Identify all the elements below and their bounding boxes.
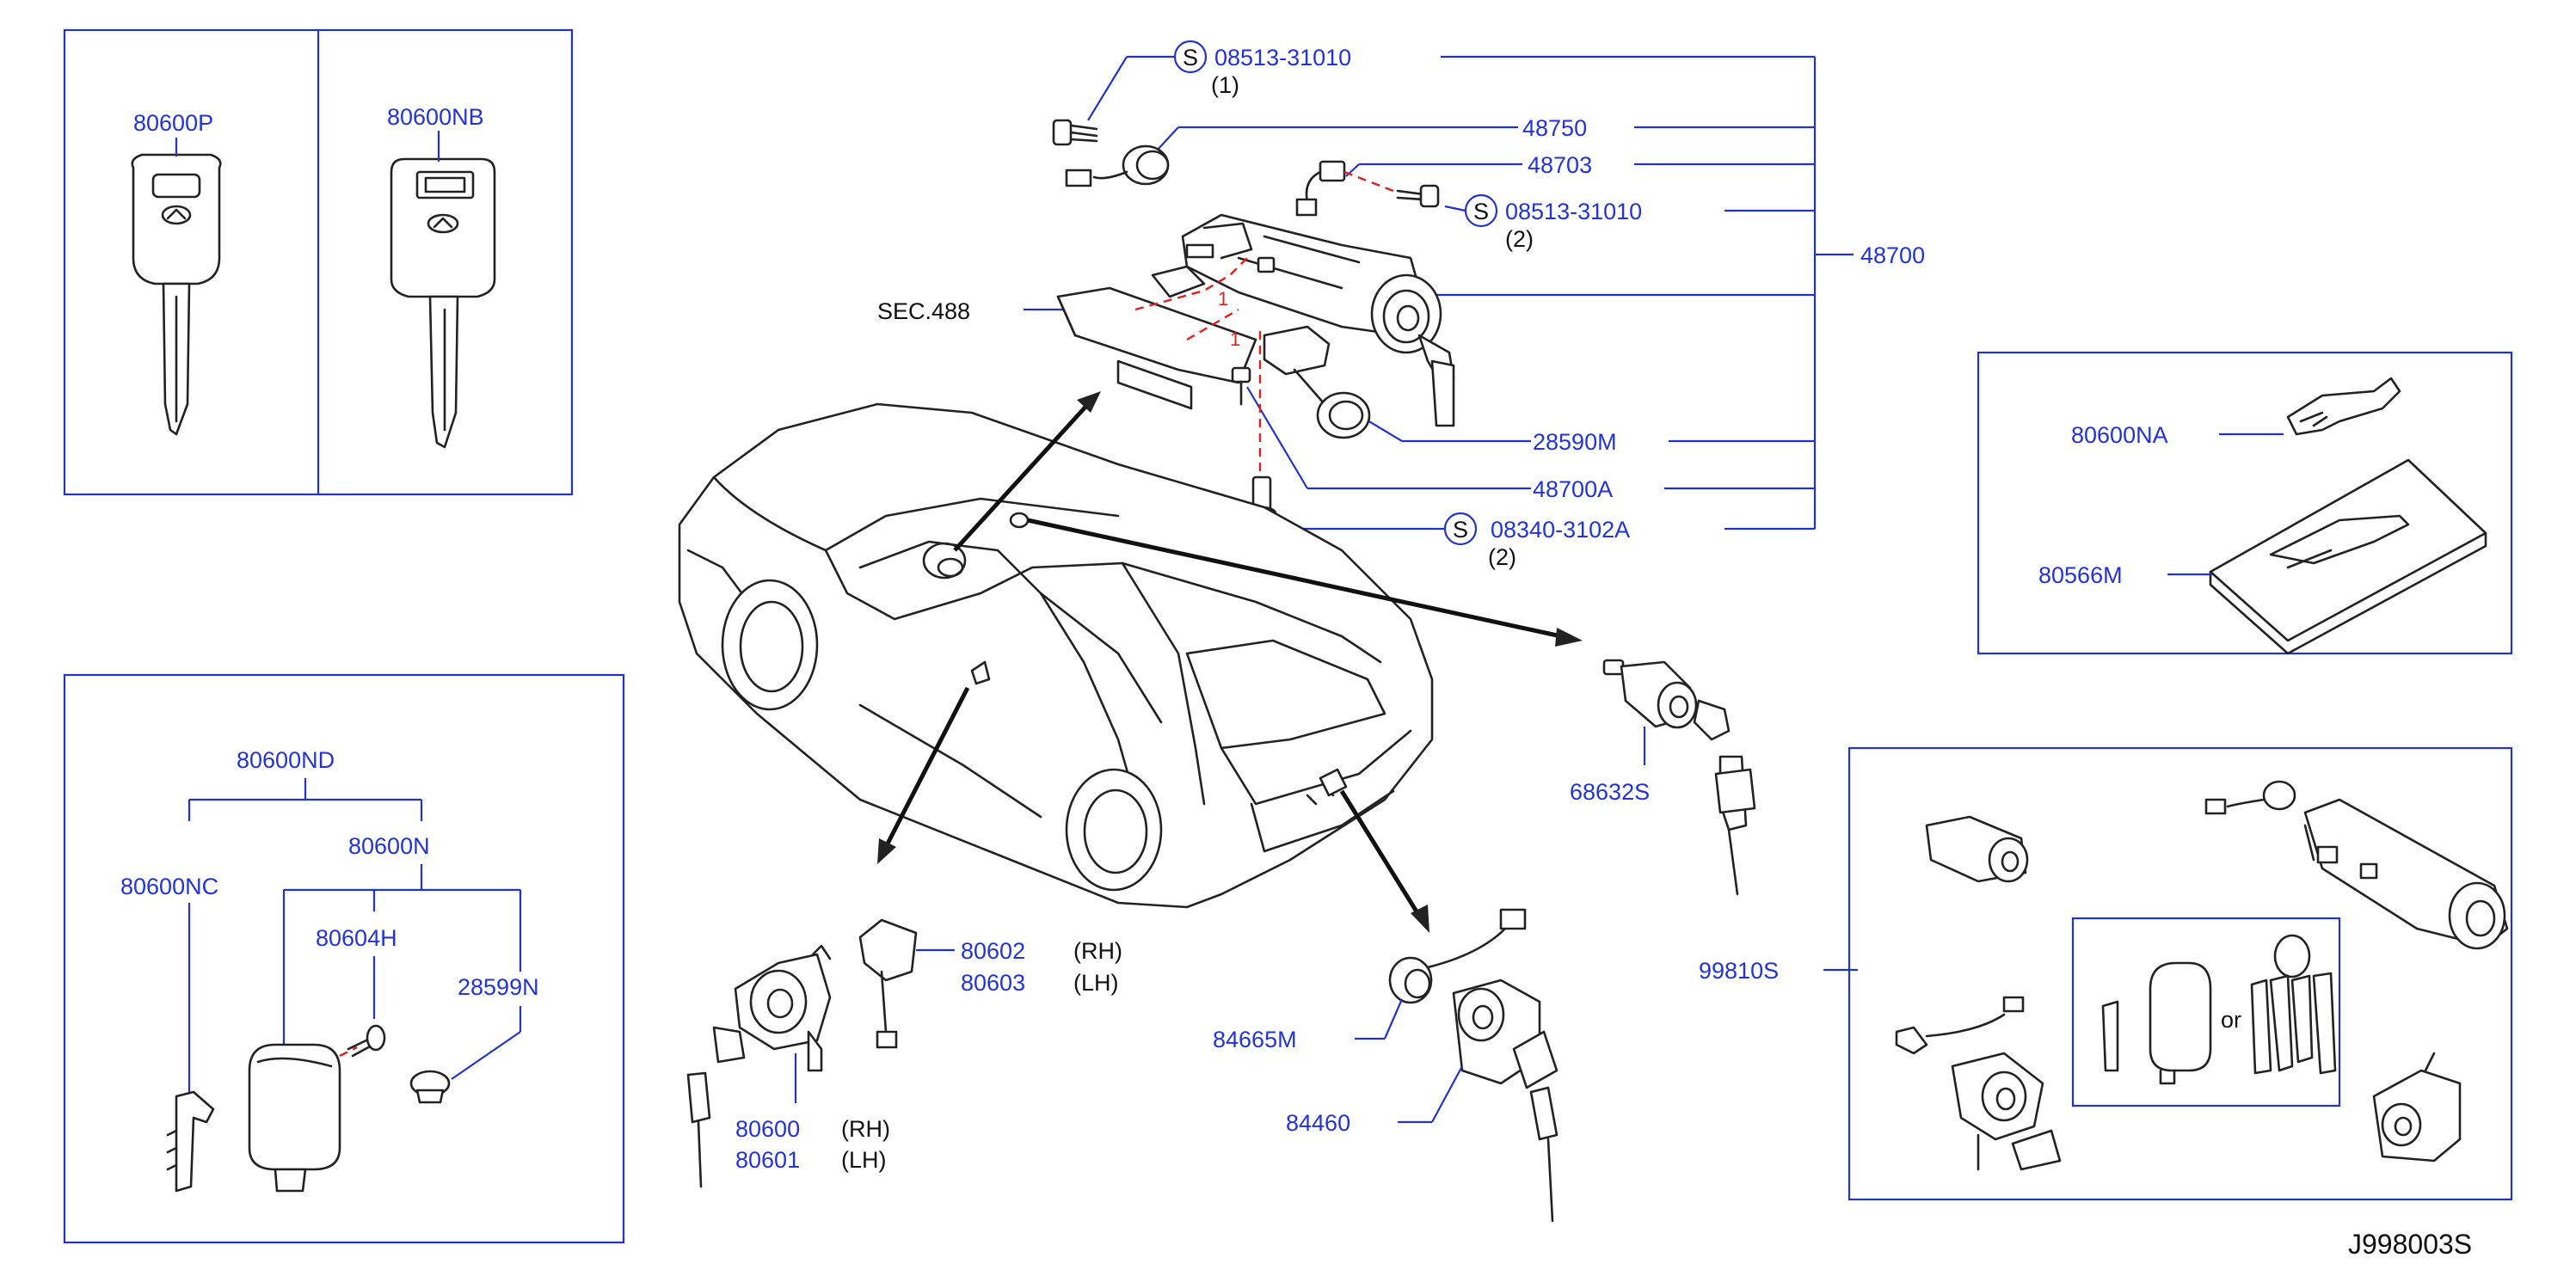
label-80600: 80600 <box>735 1116 800 1142</box>
label-08340-3102a-qty: (2) <box>1488 544 1516 570</box>
box-lock-set <box>1847 746 2513 1201</box>
label-08513-31010-a: 08513-31010 <box>1214 45 1351 71</box>
emergency-key-80600nc-icon <box>166 1090 215 1193</box>
label-48700: 48700 <box>1860 242 1925 268</box>
label-08513-31010-b-qty: (2) <box>1505 226 1534 252</box>
module-28590m-icon <box>1263 325 1371 439</box>
box-key-kit <box>63 673 625 1244</box>
key-pack-80566m-icon <box>2209 458 2487 655</box>
label-68632s: 68632S <box>1570 779 1650 805</box>
label-80602-side: (RH) <box>1073 938 1122 964</box>
label-80601: 80601 <box>735 1147 800 1173</box>
label-80601-side: (LH) <box>841 1147 887 1173</box>
label-08513-31010-a-qty: (1) <box>1211 72 1239 98</box>
door-lock-80600-icon <box>686 944 832 1188</box>
diagram-id: J998003S <box>2348 1229 2472 1260</box>
label-84460: 84460 <box>1286 1110 1350 1136</box>
label-80600-side: (RH) <box>841 1116 890 1142</box>
lockset-steering-lock-icon <box>2303 798 2509 950</box>
ignition-lock-68632s-icon <box>1602 659 1756 896</box>
label-48700a: 48700A <box>1533 476 1613 502</box>
lockset-cylinder-icon <box>1925 815 2029 883</box>
lockset-sensor-icon <box>2204 780 2296 815</box>
label-28590m: 28590M <box>1533 429 1617 455</box>
label-80566m: 80566M <box>2038 562 2123 588</box>
label-80600nb: 80600NB <box>387 104 484 130</box>
dash-mark-1: 1 <box>1218 288 1228 310</box>
label-48703: 48703 <box>1528 152 1592 178</box>
arrow-to-trunk-lock <box>1339 789 1429 933</box>
label-80600p: 80600P <box>133 110 213 136</box>
label-08513-31010-b: 08513-31010 <box>1505 199 1642 224</box>
switch-48703-icon <box>1295 160 1346 217</box>
screw-80604h-icon <box>347 1024 386 1058</box>
sensor-48750-icon <box>1065 144 1170 187</box>
label-08340-3102a: 08340-3102A <box>1491 517 1630 543</box>
label-80604h: 80604H <box>316 925 397 951</box>
lockset-trunk-lock-icon <box>1895 996 2062 1171</box>
dash-mark-2: 1 <box>1230 328 1240 350</box>
s-mark-1: S <box>1183 45 1198 71</box>
label-80600nd: 80600ND <box>237 747 335 773</box>
switch-80602-icon <box>858 918 918 1049</box>
lockset-key-ring-icon <box>2250 934 2337 1075</box>
label-99810s: 99810S <box>1699 958 1779 984</box>
label-80600nc: 80600NC <box>120 874 218 899</box>
trunk-switch-84665m-icon <box>1388 908 1527 1004</box>
label-80603: 80603 <box>961 970 1025 996</box>
label-84665m: 84665M <box>1213 1027 1297 1052</box>
blank-key-80600na-icon <box>2286 377 2401 436</box>
key-80600p-icon <box>131 153 222 436</box>
label-80600na: 80600NA <box>2071 422 2168 448</box>
bolt-icon <box>1396 184 1440 208</box>
label-sec488: SEC.488 <box>877 298 970 324</box>
trunk-lock-84460-icon <box>1452 978 1559 1223</box>
remote-key-fob-icon <box>248 1043 341 1193</box>
lockset-door-lock-icon <box>2372 1052 2462 1163</box>
arrow-to-steering <box>953 391 1101 552</box>
key-80600nb-icon <box>390 157 496 449</box>
label-80602: 80602 <box>961 938 1025 964</box>
arrow-to-ignition <box>1027 518 1583 647</box>
s-mark-3: S <box>1453 517 1468 543</box>
box-blank-key-pack <box>1977 351 2513 655</box>
s-mark-2: S <box>1473 199 1489 224</box>
label-48750: 48750 <box>1522 115 1587 141</box>
label-28599n: 28599N <box>458 974 539 1000</box>
box-lock-set-keys <box>2071 917 2341 1107</box>
cap-28599n-icon <box>409 1070 451 1104</box>
label-80600n: 80600N <box>348 833 430 859</box>
steering-lock-48700-icon <box>1181 213 1455 427</box>
lockset-remote-key-icon <box>2101 961 2212 1085</box>
screw-icon <box>1231 366 1251 406</box>
label-80603-side: (LH) <box>1073 970 1119 996</box>
bolt-icon <box>1052 119 1098 146</box>
car-sedan-icon <box>678 402 1434 909</box>
label-or: or <box>2221 1007 2241 1033</box>
arrow-to-door-lock <box>877 686 970 864</box>
